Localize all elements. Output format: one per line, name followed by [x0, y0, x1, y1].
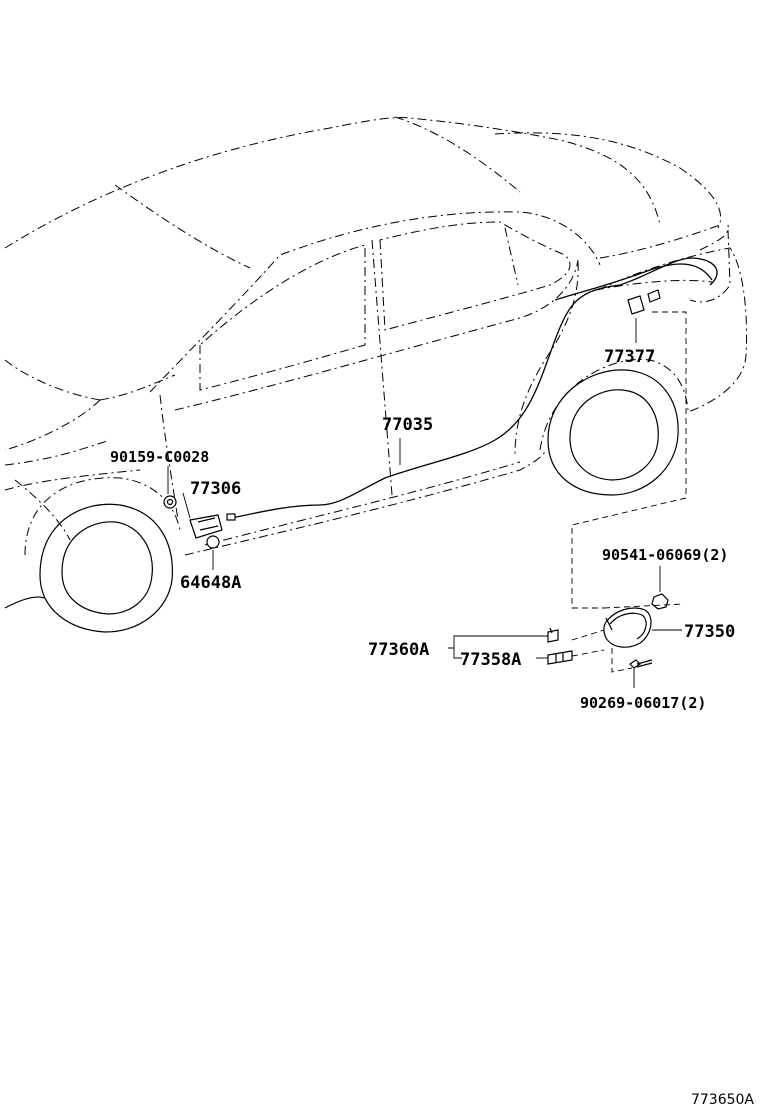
callout-leaders — [167, 318, 682, 688]
spring-77358a — [547, 650, 573, 665]
screw-90269-06017 — [629, 659, 653, 669]
figure-id: 773650A — [691, 1092, 754, 1108]
rear-wheel — [539, 358, 689, 496]
fuel-filler-lid-77350 — [603, 607, 652, 648]
callout-77306: 77306 — [190, 479, 241, 499]
callout-77358a: 77358A — [460, 650, 521, 670]
clip-90159-c0028 — [163, 495, 177, 509]
callout-90269-06017: 90269-06017(2) — [580, 694, 706, 712]
opener-cable — [231, 257, 718, 519]
vehicle-body-outline — [4, 116, 748, 556]
fuel-lid-lock-77377 — [627, 289, 661, 315]
callout-77035: 77035 — [382, 415, 433, 435]
callout-90541-06069: 90541-06069(2) — [602, 546, 728, 564]
opener-lever-77306 — [189, 513, 236, 539]
hinge-77360a — [547, 627, 559, 643]
cover-64648a — [206, 535, 220, 549]
callout-64648a: 64648A — [180, 573, 241, 593]
callout-77360a: 77360A — [368, 640, 429, 660]
callout-77377: 77377 — [604, 347, 655, 367]
callout-77350: 77350 — [684, 622, 735, 642]
reference-dashed-leaders — [571, 311, 687, 673]
front-wheel — [4, 477, 181, 633]
callout-90159-c0028: 90159-C0028 — [110, 448, 209, 466]
nut-90541-06069 — [651, 593, 669, 610]
opener-cable-upper — [554, 263, 713, 301]
